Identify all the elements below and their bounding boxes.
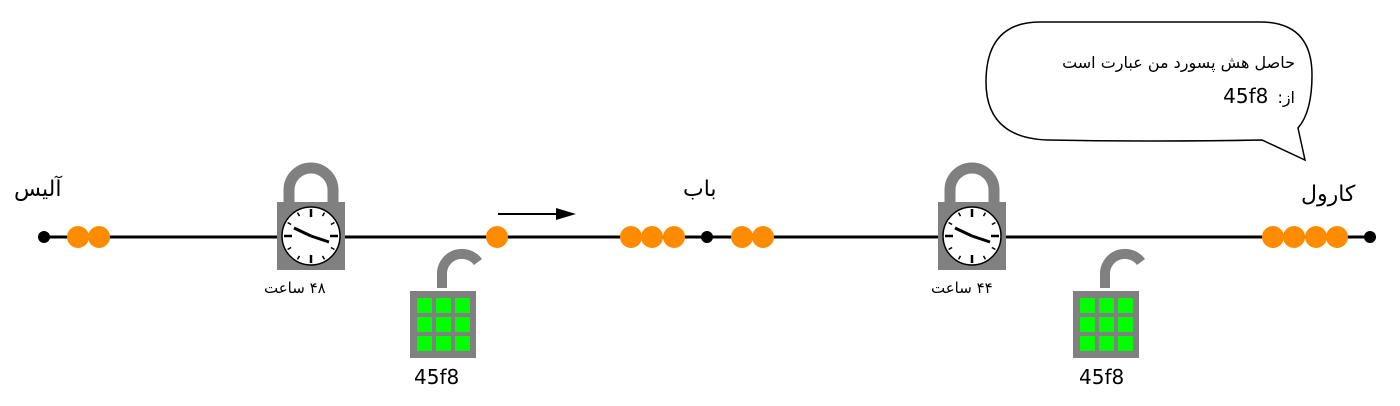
hashlock-label: 45f8 — [1079, 365, 1125, 389]
bob-label: باب — [683, 177, 717, 202]
coin — [486, 226, 508, 248]
coin — [88, 226, 110, 248]
timelock-label: ۴۸ ساعت — [264, 279, 326, 297]
carol-node — [1364, 231, 1376, 243]
coin — [752, 226, 774, 248]
carol-label: کارول — [1301, 182, 1356, 207]
timelock-clock-icon — [277, 162, 345, 270]
coin — [1283, 226, 1305, 248]
coin — [1305, 226, 1327, 248]
bubble-hash: 45f8 — [1223, 84, 1269, 108]
timelock-label: ۴۴ ساعت — [931, 279, 993, 297]
bubble-prefix: از: — [1277, 88, 1295, 107]
hashlock-label: 45f8 — [414, 365, 460, 389]
alice-label: آلیس — [14, 177, 62, 202]
bob-node — [701, 231, 713, 243]
speech-bubble — [985, 21, 1313, 162]
arrow-icon — [498, 208, 576, 220]
coin — [731, 226, 753, 248]
coin — [663, 226, 685, 248]
coin — [1262, 226, 1284, 248]
coin — [67, 226, 89, 248]
coin — [641, 226, 663, 248]
hashlock-grid-icon — [1073, 248, 1146, 358]
coins — [67, 226, 1348, 248]
coin — [620, 226, 642, 248]
bubble-text-line1: حاصل هش پسورد من عبارت است — [1062, 53, 1295, 72]
alice-node — [38, 231, 50, 243]
hashlock-grid-icon — [410, 248, 483, 358]
bubble-text-line2: 45f8 از: — [1223, 84, 1295, 108]
timelock-clock-icon — [938, 162, 1006, 270]
coin — [1326, 226, 1348, 248]
